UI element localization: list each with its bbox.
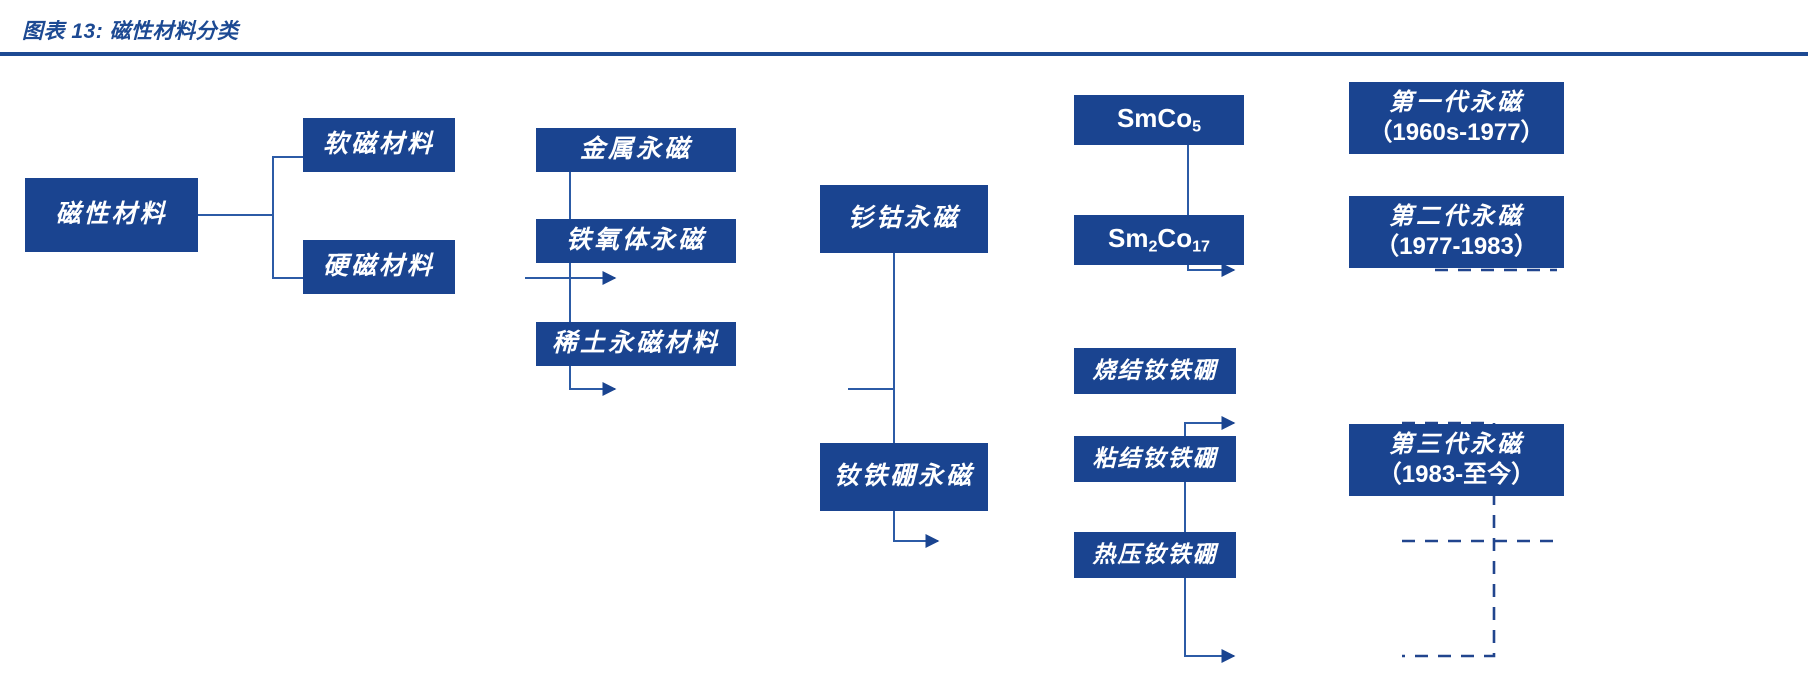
node-magnetic-materials[interactable]: 磁性材料 <box>25 178 198 252</box>
node-ferrite-permanent-magnet[interactable]: 铁氧体永磁 <box>536 219 736 263</box>
node-generation-3[interactable]: 第三代永磁 （1983-至今） <box>1349 424 1564 496</box>
node-hot-pressed-ndfeb[interactable]: 热压钕铁硼 <box>1074 532 1236 578</box>
page-title: 图表 13: 磁性材料分类 <box>22 20 239 43</box>
node-label: 软磁材料 <box>322 131 435 159</box>
node-bonded-ndfeb[interactable]: 粘结钕铁硼 <box>1074 436 1236 482</box>
node-soft-magnetic[interactable]: 软磁材料 <box>303 118 455 172</box>
generation-period: （1977-1983） <box>1375 233 1538 260</box>
node-label: 金属永磁 <box>579 136 692 164</box>
node-label: 热压钕铁硼 <box>1092 542 1218 568</box>
generation-name: 第一代永磁 <box>1389 89 1524 116</box>
node-label: 粘结钕铁硼 <box>1092 446 1218 472</box>
node-label: 稀土永磁材料 <box>551 330 720 358</box>
node-sintered-ndfeb[interactable]: 烧结钕铁硼 <box>1074 348 1236 394</box>
node-sm2co17[interactable]: Sm2Co17 <box>1074 215 1244 265</box>
node-label: 钐钴永磁 <box>847 205 960 233</box>
node-label: Sm2Co17 <box>1107 223 1211 256</box>
node-samarium-cobalt-magnet[interactable]: 钐钴永磁 <box>820 185 988 253</box>
node-generation-2[interactable]: 第二代永磁 （1977-1983） <box>1349 196 1564 268</box>
node-label: SmCo5 <box>1116 103 1202 136</box>
generation-period: （1983-至今） <box>1377 461 1536 488</box>
generation-name: 第三代永磁 <box>1389 431 1524 458</box>
node-metal-permanent-magnet[interactable]: 金属永磁 <box>536 128 736 172</box>
node-label: 磁性材料 <box>55 201 168 229</box>
generation-name: 第二代永磁 <box>1389 203 1524 230</box>
node-hard-magnetic[interactable]: 硬磁材料 <box>303 240 455 294</box>
generation-period: （1960s-1977） <box>1368 119 1545 146</box>
title-divider <box>0 52 1808 56</box>
node-generation-1[interactable]: 第一代永磁 （1960s-1977） <box>1349 82 1564 154</box>
node-label: 钕铁硼永磁 <box>833 463 974 491</box>
node-label: 烧结钕铁硼 <box>1092 358 1218 384</box>
node-smco5[interactable]: SmCo5 <box>1074 95 1244 145</box>
node-ndfeb-magnet[interactable]: 钕铁硼永磁 <box>820 443 988 511</box>
node-label: 硬磁材料 <box>322 253 435 281</box>
node-label: 铁氧体永磁 <box>565 227 706 255</box>
node-rare-earth-permanent-magnet-material[interactable]: 稀土永磁材料 <box>536 322 736 366</box>
